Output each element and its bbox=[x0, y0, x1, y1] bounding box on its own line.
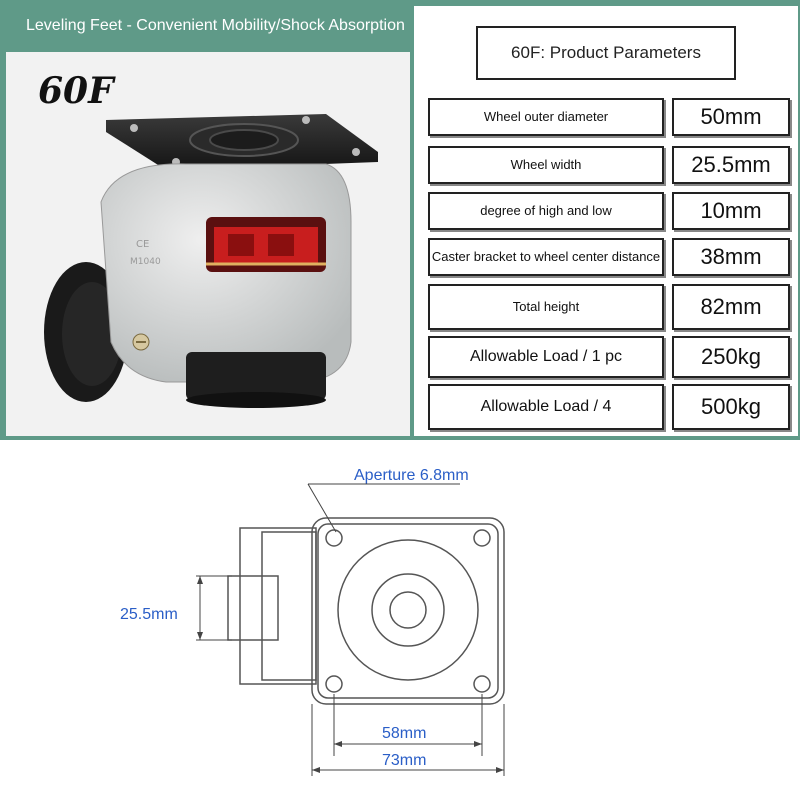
aperture-label: Aperture 6.8mm bbox=[354, 467, 469, 484]
param-label-height-adjustment: degree of high and low bbox=[428, 192, 664, 230]
param-label-load-per-piece: Allowable Load / 1 pc bbox=[428, 336, 664, 378]
svg-text:CE: CE bbox=[136, 239, 149, 250]
product-photo-panel: 60F bbox=[6, 52, 410, 436]
banner-title: Leveling Feet - Convenient Mobility/Shoc… bbox=[0, 6, 412, 46]
outer-dimension-label: 73mm bbox=[382, 752, 426, 769]
param-value-wheel-width: 25.5mm bbox=[672, 146, 790, 184]
param-label-wheel-outer-diameter: Wheel outer diameter bbox=[428, 98, 664, 136]
param-label-wheel-width: Wheel width bbox=[428, 146, 664, 184]
parameters-title: 60F: Product Parameters bbox=[476, 26, 736, 80]
caster-photo-illustration: CE M1040 bbox=[44, 114, 378, 408]
drawing-svg: Aperture 6.8mm 25.5mm 58mm 73mm bbox=[120, 467, 505, 776]
param-label-bracket-distance: Caster bracket to wheel center distance bbox=[428, 238, 664, 276]
param-value-total-height: 82mm bbox=[672, 284, 790, 330]
width-dimension-label: 25.5mm bbox=[120, 606, 178, 623]
param-value-load-per-four: 500kg bbox=[672, 384, 790, 430]
technical-drawing: Aperture 6.8mm 25.5mm 58mm 73mm bbox=[0, 440, 800, 800]
param-label-load-per-four: Allowable Load / 4 bbox=[428, 384, 664, 430]
param-value-wheel-outer-diameter: 50mm bbox=[672, 98, 790, 136]
inner-dimension-label: 58mm bbox=[382, 725, 426, 742]
top-section: Leveling Feet - Convenient Mobility/Shoc… bbox=[0, 0, 800, 440]
param-value-height-adjustment: 10mm bbox=[672, 192, 790, 230]
param-label-total-height: Total height bbox=[428, 284, 664, 330]
param-value-load-per-piece: 250kg bbox=[672, 336, 790, 378]
svg-text:M1040: M1040 bbox=[130, 257, 161, 267]
parameters-panel: 60F: Product Parameters Wheel outer diam… bbox=[414, 6, 798, 436]
param-value-bracket-distance: 38mm bbox=[672, 238, 790, 276]
model-label: 60F bbox=[38, 70, 114, 112]
